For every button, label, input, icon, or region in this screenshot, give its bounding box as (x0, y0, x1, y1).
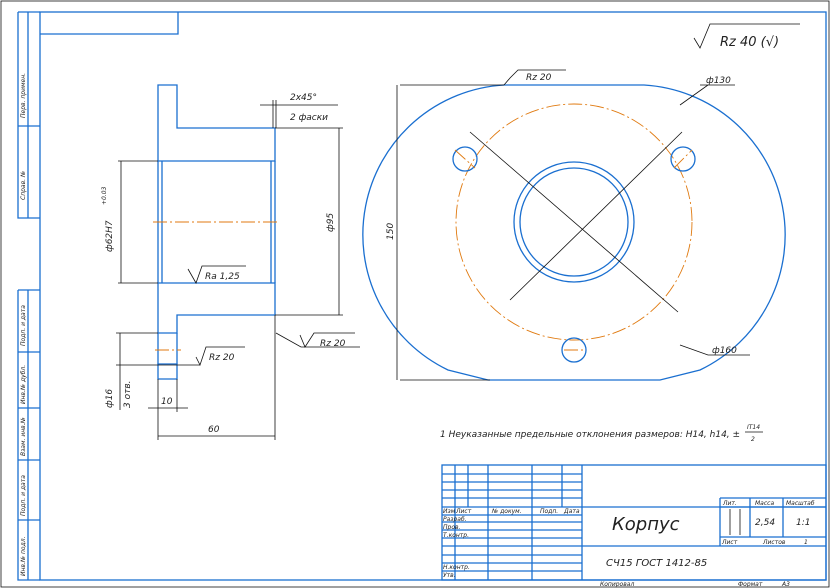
note-fraction-den: 2 (751, 436, 755, 443)
outer-dimension: ф95 (326, 213, 336, 232)
stamp-label: Справ. № (20, 171, 27, 200)
role-label: Н.контр. (443, 564, 470, 571)
material: СЧ15 ГОСТ 1412-85 (606, 558, 707, 569)
bore-tolerance: +0.03 (101, 186, 108, 205)
inner-frame (39, 11, 827, 581)
stamp-label: Перв. примен. (20, 73, 27, 118)
header-label: № докум. (491, 508, 522, 515)
roughness-top: Rz 20 (526, 73, 552, 83)
scale-value: 1:1 (796, 518, 810, 528)
role-label: Пров. (443, 524, 461, 531)
stamp-label: Подп. и дата (20, 305, 27, 346)
hole-dimension: ф16 (105, 389, 115, 408)
note-text: 1 Неуказанные предельные отклонения разм… (440, 430, 740, 440)
header-label: Дата (563, 508, 580, 515)
height-dimension: 150 (386, 223, 396, 240)
header-label: Изм (443, 508, 456, 515)
roughness-hole: Rz 20 (209, 353, 235, 363)
format-label: Формат (738, 581, 763, 588)
front-view: 150 Rz 20 ф130 ф160 (362, 69, 786, 381)
mass-value: 2,54 (755, 518, 775, 528)
roughness-face: Rz 20 (320, 339, 346, 349)
roughness-bore: Ra 1,25 (205, 272, 240, 282)
hole-count: 3 отв. (123, 380, 133, 408)
side-view-section: ф62H7 +0.03 ф95 2x45° 2 фаски Ra 1,25 Rz… (101, 84, 360, 440)
role-label: Утв. (443, 572, 456, 579)
part-name: Корпус (612, 514, 680, 535)
scale-label: Масштаб (786, 500, 815, 507)
stamp-label: Взам. инв.№ (20, 417, 27, 456)
sheets-value: 1 (804, 539, 808, 546)
role-label: Разраб. (443, 516, 467, 523)
copied-label: Копировал (600, 581, 634, 588)
mass-label: Масса (755, 500, 774, 507)
side-stamp-column: Перв. примен. Справ. № Подп. и дата Инв.… (17, 11, 40, 581)
roughness-text: Rz 40 (√) (720, 35, 779, 50)
format-value: A3 (781, 581, 790, 588)
lit-label: Лит. (722, 500, 737, 507)
stamp-label: Инв.№ дубл. (20, 365, 27, 404)
general-roughness: Rz 40 (√) (693, 23, 800, 50)
bore-dimension: ф62H7 (105, 220, 115, 252)
note-fraction-num: IT14 (747, 424, 760, 431)
length-dimension: 60 (208, 425, 220, 435)
bolt-circle-dimension: ф130 (706, 76, 731, 86)
sheets-label: Листов (762, 539, 786, 546)
stamp-label: Подп. и дата (20, 475, 27, 516)
stamp-label: Инв.№ подл. (20, 536, 27, 576)
header-label: Подп. (540, 508, 558, 515)
sheet-label: Лист (721, 539, 738, 546)
top-left-box (40, 12, 179, 35)
title-block: Изм Лист № докум. Подп. Дата Разраб. Про… (441, 464, 827, 588)
outer-diameter-dimension: ф160 (712, 346, 737, 356)
flange-thickness: 10 (161, 397, 173, 407)
header-label: Лист (455, 508, 472, 515)
technical-note: 1 Неуказанные предельные отклонения разм… (440, 424, 763, 443)
chamfer-note: 2 фаски (290, 113, 328, 123)
chamfer-dimension: 2x45° (290, 93, 317, 103)
role-label: Т.контр. (443, 532, 469, 539)
